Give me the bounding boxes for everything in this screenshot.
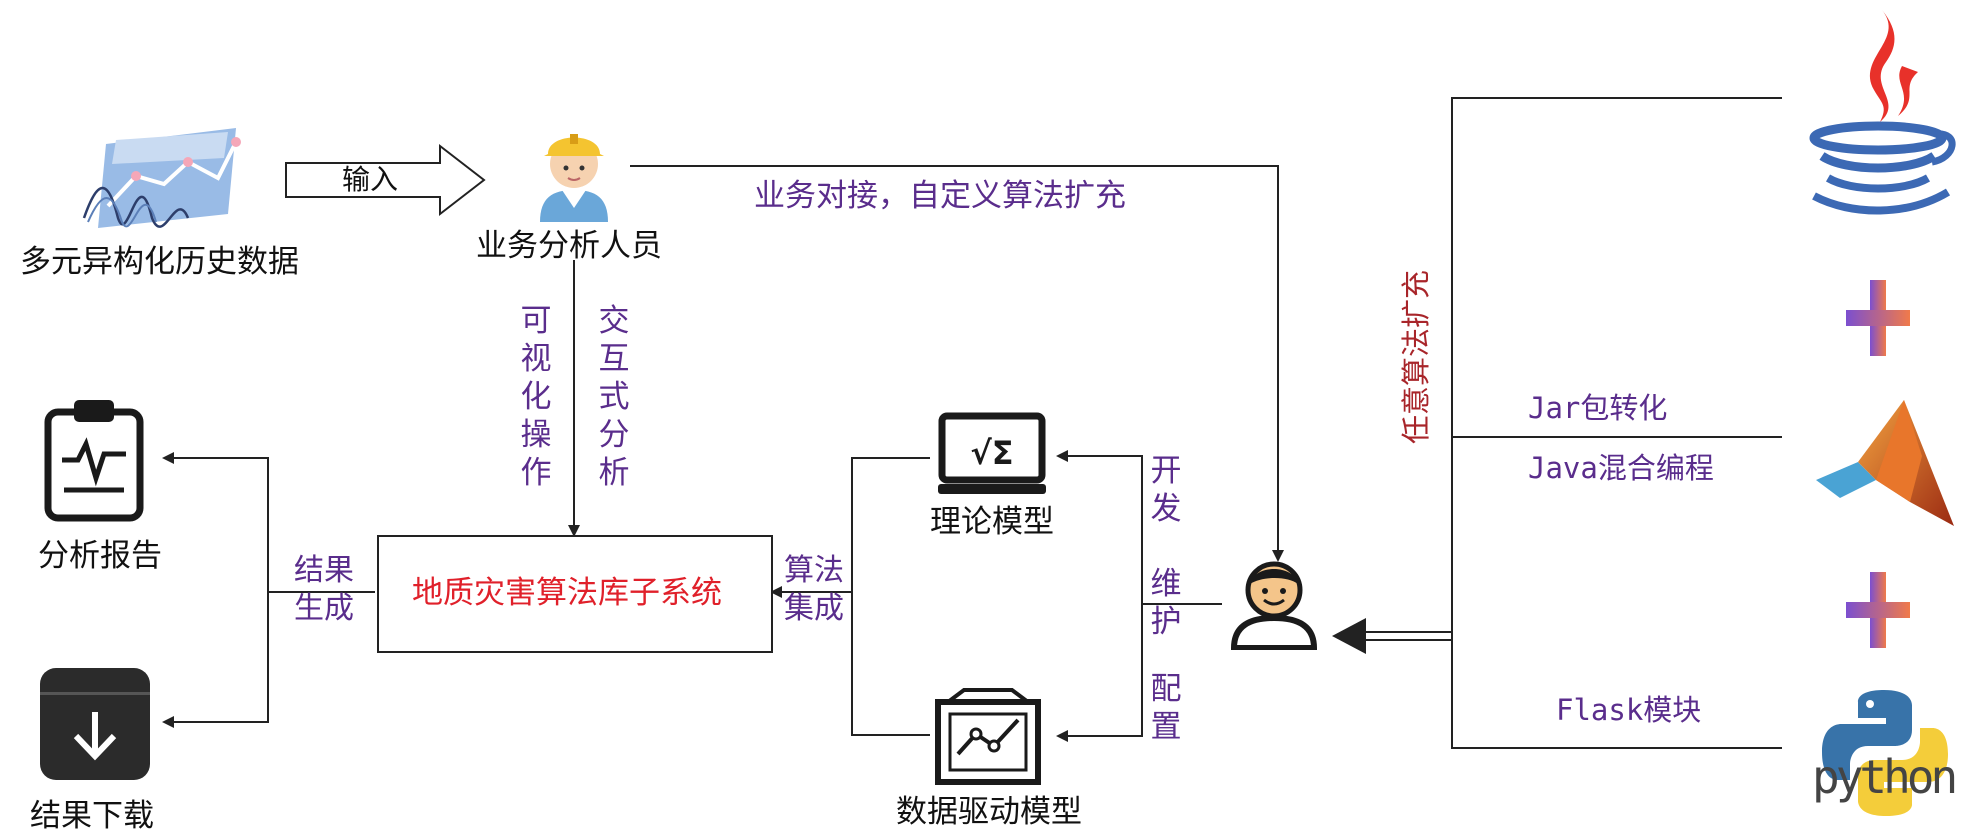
to-download-line <box>162 592 269 728</box>
core-system-box <box>377 535 773 653</box>
java-logo-icon <box>1796 6 1960 216</box>
data-model-icon <box>934 688 1042 786</box>
core-system-label: 地质灾害算法库子系统 <box>412 575 722 611</box>
develop-label: 开发 <box>1150 453 1182 527</box>
dev-to-data-line <box>1056 604 1143 742</box>
right-bracket <box>1451 97 1782 749</box>
visual-op-label: 可视化操作 <box>520 303 552 491</box>
matlab-logo-icon <box>1812 396 1958 532</box>
plus-icon <box>1846 280 1910 356</box>
business-link-label: 业务对接，自定义算法扩充 <box>754 178 1126 214</box>
maintain-label: 维护 <box>1150 566 1182 640</box>
report-icon <box>42 398 146 522</box>
analyst-to-developer-line <box>630 165 1284 562</box>
input-arrow <box>285 143 486 217</box>
history-data-label: 多元异构化历史数据 <box>20 244 299 280</box>
algo-integration-label: 算法集成 <box>784 553 844 626</box>
configure-label: 配置 <box>1150 671 1182 745</box>
report-label: 分析报告 <box>38 538 162 574</box>
download-label: 结果下载 <box>30 798 154 834</box>
double-arrow-head <box>1332 618 1366 654</box>
python-wordmark: python <box>1812 750 1958 804</box>
data-model-label: 数据驱动模型 <box>896 794 1082 830</box>
svg-text:√Σ: √Σ <box>970 434 1013 472</box>
chart-icon <box>78 118 248 238</box>
formula-monitor-icon: √Σ <box>938 412 1046 496</box>
plus-icon <box>1846 572 1910 648</box>
result-gen-label: 结果生成 <box>294 553 354 626</box>
analyst-label: 业务分析人员 <box>476 228 662 264</box>
java-mix-label: Java混合编程 <box>1528 451 1714 485</box>
interactive-label: 交互式分析 <box>598 303 630 491</box>
dev-to-theory-line <box>1056 450 1143 604</box>
input-label: 输入 <box>342 163 399 196</box>
worker-icon <box>532 118 616 222</box>
flask-label: Flask模块 <box>1556 693 1702 727</box>
theory-model-label: 理论模型 <box>930 504 1054 540</box>
theory-bracket <box>851 457 930 736</box>
to-report-line <box>162 452 269 592</box>
download-icon <box>38 662 152 782</box>
jar-label: Jar包转化 <box>1528 391 1668 425</box>
python-logo-icon <box>1808 686 1960 836</box>
any-algo-label: 任意算法扩充 <box>1399 270 1433 445</box>
developer-icon <box>1228 558 1320 651</box>
